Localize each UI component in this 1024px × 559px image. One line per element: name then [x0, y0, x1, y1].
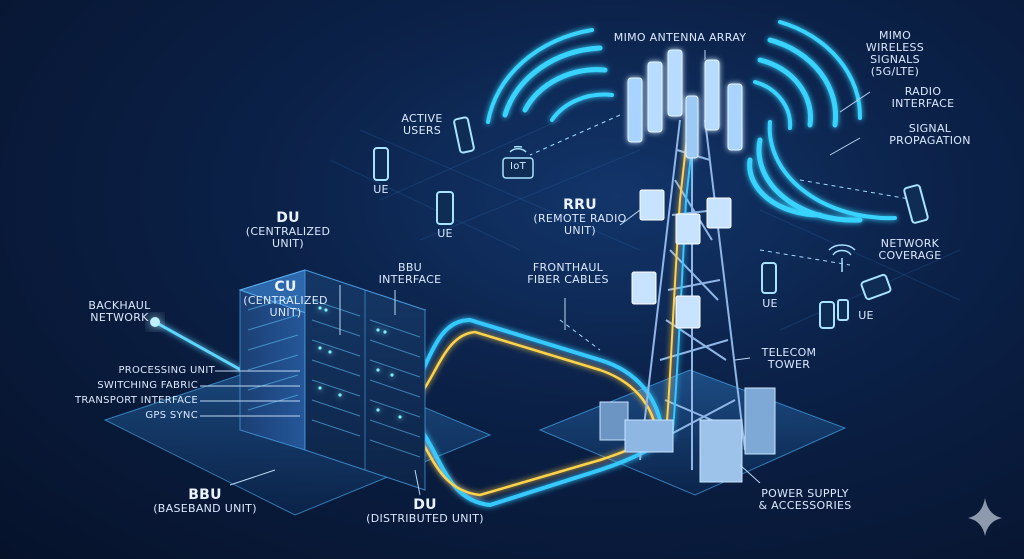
antenna-panels — [627, 49, 743, 159]
label-processing-unit: PROCESSING UNIT — [118, 365, 215, 376]
label-bbu: BBU (BASEBAND UNIT) — [153, 487, 257, 515]
sparkle-icon — [968, 498, 1002, 536]
user-devices — [373, 116, 929, 329]
server-racks — [238, 269, 427, 491]
label-power-supply: POWER SUPPLY& ACCESSORIES — [758, 487, 852, 512]
label-iot: IoT — [509, 161, 527, 172]
label-ue-1: UE — [373, 183, 389, 196]
label-gps-sync: GPS SYNC — [145, 410, 198, 421]
label-ue-2: UE — [437, 227, 453, 240]
ground-equipment — [599, 387, 776, 483]
leader-lines — [200, 50, 871, 496]
signal-waves-right — [753, 20, 863, 130]
backhaul-node — [150, 317, 160, 327]
signal-waves-lower — [747, 120, 897, 223]
label-switching-fabric: SWITCHING FABRIC — [97, 380, 198, 391]
iot-device — [502, 157, 534, 179]
label-transport-interface: TRANSPORT INTERFACE — [74, 395, 198, 406]
rru-boxes — [631, 189, 732, 329]
backhaul-link — [154, 320, 251, 377]
label-mimo-antenna: MIMO ANTENNA ARRAY — [613, 31, 747, 44]
wifi-icon — [509, 145, 856, 272]
signal-links — [529, 114, 916, 351]
label-ue-3: UE — [762, 297, 778, 310]
label-ue-4: UE — [858, 309, 874, 322]
signal-waves-left — [486, 28, 614, 124]
label-du-bottom: DU (DISTRIBUTED UNIT) — [366, 497, 484, 525]
